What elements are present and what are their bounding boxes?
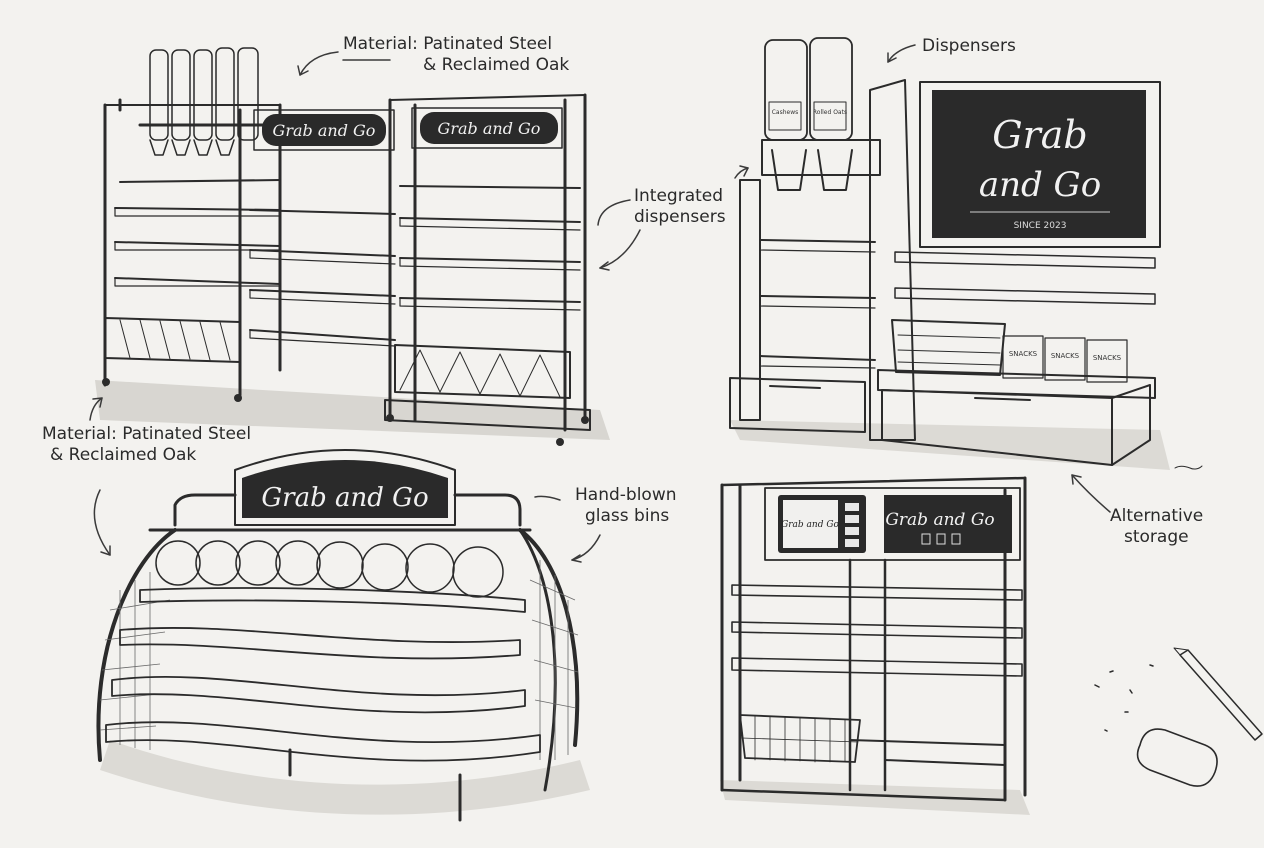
shelf-a-left-sign: Grab and Go [273,121,376,140]
annotation-glass-bins: Hand-blown glass bins [575,485,677,527]
snack-1-label: SNACKS [1009,350,1038,358]
annotation-dispensers: Dispensers [922,36,1016,56]
snack-3-label: SNACKS [1093,354,1122,362]
shelf-unit-d: Grab and Go Grab and Go [720,476,1030,815]
shelf-a-right-sign: Grab and Go [438,119,541,138]
digital-screen-text: Grab and Go [781,520,839,530]
annotation-material-left-line1: Material: Patinated Steel [42,424,252,444]
chalkboard-since: SINCE 2023 [1014,221,1067,231]
pencil-icon [1173,647,1263,741]
glass-bins [155,540,504,598]
annotation-glass-bins-line1: Hand-blown [575,485,677,505]
shelf-unit-c: Grab and Go [96,449,590,822]
annotation-glass-bins-line2: glass bins [585,506,670,526]
annotation-material-left-line2: & Reclaimed Oak [50,445,197,465]
annotation-material-left: Material: Patinated Steel & Reclaimed Oa… [42,424,251,466]
annotation-integrated-line1: Integrated [634,186,724,206]
annotation-integrated-dispensers: Integrated dispensers [634,186,726,228]
annotation-alternative-line2: storage [1124,527,1189,547]
eraser-icon [1136,728,1218,787]
annotation-material-top-line2: & Reclaimed Oak [423,55,570,75]
annotation-arrows [89,44,1111,563]
annotation-alternative-storage: Alternative storage [1110,506,1203,548]
top-dispensers [138,47,267,156]
dispenser-1-label: Cashews [772,109,799,116]
chalkboard-line-2: and Go [979,165,1101,205]
annotation-material-top: Material: Patinated Steel & Reclaimed Oa… [343,34,569,76]
annotation-material-top-line1: Material: Patinated Steel [343,34,553,54]
digital-panel-text: Grab and Go [885,510,994,530]
shelf-unit-b: Cashews Rolled Oats Grab and Go SINCE 20… [729,37,1203,470]
gravity-dispensers: Cashews Rolled Oats [761,37,881,191]
snack-packs: SNACKS SNACKS SNACKS [1002,335,1128,383]
annotation-integrated-line2: dispensers [634,207,726,227]
dispenser-2-label: Rolled Oats [813,109,847,116]
chalkboard-line-1: Grab [992,113,1088,157]
shelf-unit-a: Grab and Go Grab and Go [95,47,610,446]
snack-2-label: SNACKS [1051,352,1080,360]
annotation-alternative-line1: Alternative [1110,506,1204,526]
side-mesh [99,560,579,760]
curved-header-sign: Grab and Go [261,483,428,513]
